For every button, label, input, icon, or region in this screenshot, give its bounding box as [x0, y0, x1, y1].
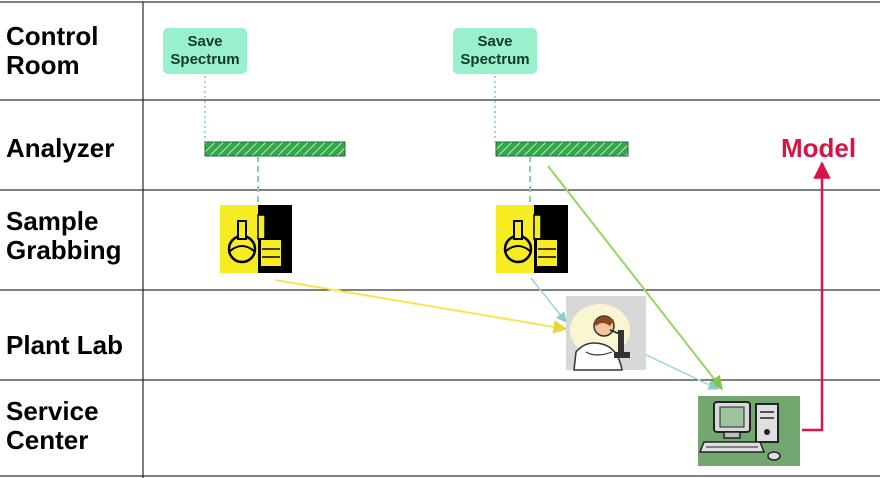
analyzer-bar-2	[495, 141, 629, 157]
model-label: Model	[781, 133, 857, 163]
lane-label-sample-grabbing: Sample Grabbing	[6, 206, 122, 265]
lane-label-plant-lab: Plant Lab	[6, 330, 124, 360]
save-spectrum-button-1[interactable]: Save Spectrum	[163, 28, 247, 74]
service-to-model-arrow	[802, 161, 831, 432]
sample-to-plantlab-cyan-arrow	[530, 277, 567, 323]
analyzer-to-service-arrow	[547, 165, 723, 391]
scientist-microscope-icon	[566, 296, 646, 371]
lane-label-service-center: Service Center	[6, 396, 99, 455]
save-spectrum-button-2[interactable]: Save Spectrum	[453, 28, 537, 74]
analyzer-bar-1	[204, 141, 346, 157]
lab-glassware-icon	[496, 205, 568, 273]
computer-icon	[698, 396, 800, 466]
analyzer-sample-connectors	[257, 156, 531, 205]
lane-label-analyzer: Analyzer	[6, 133, 115, 163]
save-connectors	[204, 76, 496, 142]
lane-label-control-room: Control Room	[6, 21, 99, 80]
sample-to-plantlab-arrow	[274, 279, 568, 334]
lab-glassware-icon	[220, 205, 292, 273]
plantlab-to-service-arrow	[639, 351, 719, 390]
